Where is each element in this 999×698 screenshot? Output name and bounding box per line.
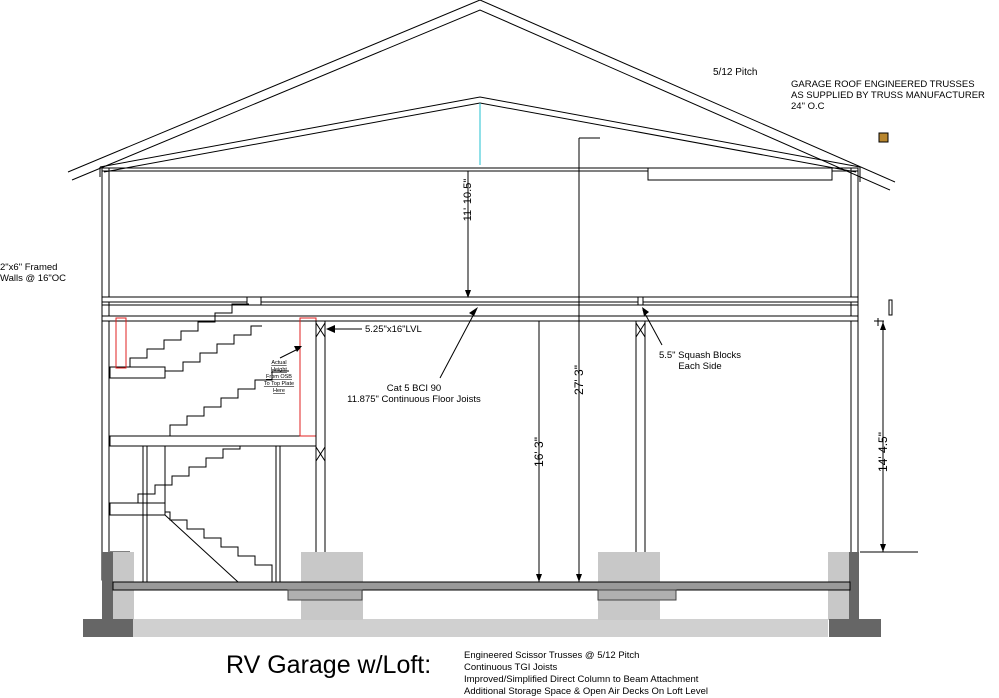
dimension-tick <box>888 299 893 316</box>
design-note: Additional Storage Space & Open Air Deck… <box>464 686 708 697</box>
loft-floor <box>101 296 859 322</box>
dimension-lines <box>467 137 918 582</box>
joist-note: Cat 5 BCI 90 11.875" Continuous Floor Jo… <box>347 383 481 405</box>
lvl-label: 5.25"x16"LVL <box>365 324 422 335</box>
squash-note-line: 5.5" Squash Blocks <box>659 350 741 361</box>
design-note: Improved/Simplified Direct Column to Bea… <box>464 674 699 685</box>
foundation <box>83 552 881 637</box>
design-note: Engineered Scissor Trusses @ 5/12 Pitch <box>464 650 639 661</box>
leader-lines <box>279 309 663 379</box>
truss-note-line: AS SUPPLIED BY TRUSS MANUFACTURER <box>791 90 985 101</box>
truss-note: GARAGE ROOF ENGINEERED TRUSSES AS SUPPLI… <box>791 79 985 112</box>
lower-height-dimension: 16' 3" <box>532 437 546 467</box>
squash-note-line: Each Side <box>678 361 721 372</box>
actual-height-line: From OSB <box>266 374 292 380</box>
side-height-dimension: 14' 4.5" <box>876 432 890 472</box>
right-column <box>635 296 646 584</box>
walls-note-line: Walls @ 16"OC <box>0 273 66 284</box>
actual-height-note: Actual Height From OSB To Top Plate Here <box>264 360 294 394</box>
design-notes: Engineered Scissor Trusses @ 5/12 Pitch … <box>464 650 708 697</box>
truss-note-line: 24" O.C <box>791 101 825 112</box>
truss-marker <box>878 132 889 143</box>
truss-note-line: GARAGE ROOF ENGINEERED TRUSSES <box>791 79 975 90</box>
walls-note: 2"x6" Framed Walls @ 16"OC <box>0 262 66 284</box>
upper-height-dimension: 11'-10.5" <box>462 179 474 222</box>
arrowheads <box>294 290 886 582</box>
slab <box>112 581 851 591</box>
squash-note: 5.5" Squash Blocks Each Side <box>659 350 741 372</box>
stair-landings <box>109 366 324 582</box>
pitch-label: 5/12 Pitch <box>713 67 757 78</box>
drawing-title: RV Garage w/Loft: <box>226 651 431 679</box>
upper-header <box>647 167 833 181</box>
design-note: Continuous TGI Joists <box>464 662 558 673</box>
actual-height-line: Here <box>273 388 285 394</box>
overall-height-dimension: 27' 3" <box>572 365 586 395</box>
staircase <box>110 303 289 583</box>
actual-height-line: Actual <box>271 360 286 366</box>
actual-height-line: Height <box>271 367 287 373</box>
joist-note-line: Cat 5 BCI 90 <box>387 383 441 394</box>
exterior-walls <box>101 167 859 581</box>
roof-truss <box>67 0 896 191</box>
footings <box>287 589 677 601</box>
actual-height-line: To Top Plate <box>264 381 294 387</box>
left-column <box>315 320 326 584</box>
joist-note-line: 11.875" Continuous Floor Joists <box>347 394 481 405</box>
walls-note-line: 2"x6" Framed <box>0 262 57 273</box>
